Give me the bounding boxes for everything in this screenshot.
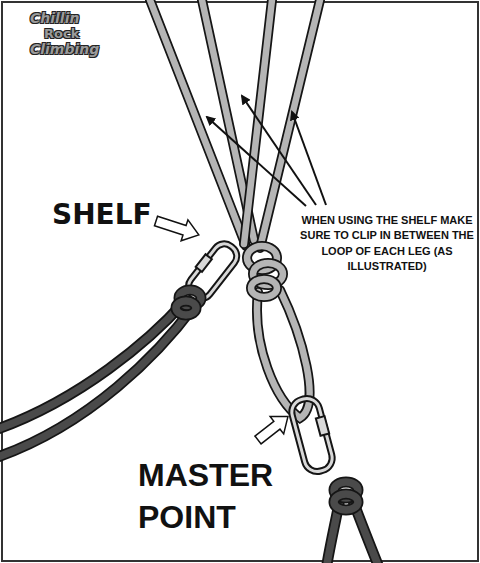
logo-text: Chillin [30,10,79,26]
logo-text: Climbing [30,41,99,57]
logo-text: Rock [44,26,79,41]
note-text: WHEN USING THE SHELF MAKE SURE TO CLIP I… [300,213,474,275]
part-label: MASTER POINT [138,455,288,538]
part-label: SHELF [52,198,152,231]
